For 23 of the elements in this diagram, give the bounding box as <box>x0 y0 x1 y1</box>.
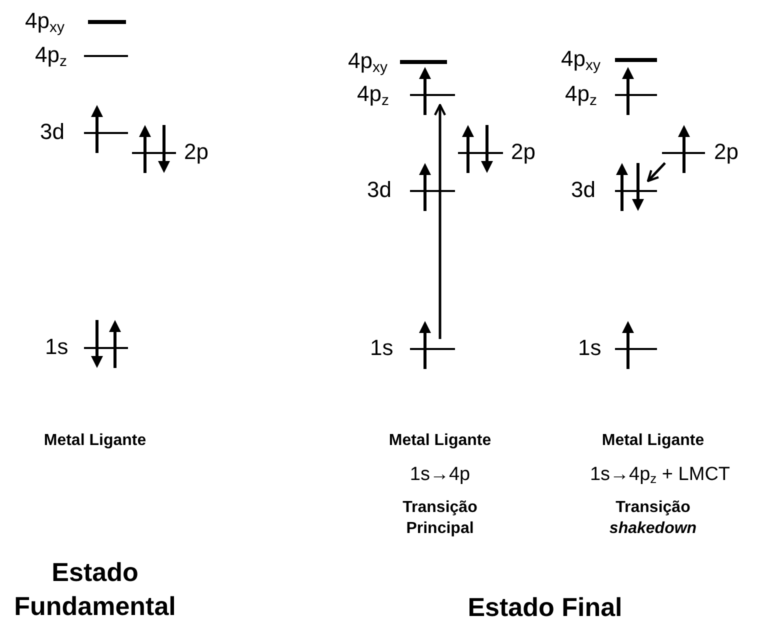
caption-text: Metal Ligante <box>600 431 706 451</box>
level-label: 3d <box>40 121 64 143</box>
level-label: 2p <box>511 141 536 163</box>
level-label: 2p <box>184 141 208 163</box>
section-heading: Estado Fundamental <box>13 556 177 623</box>
level-label: 4p$_{z}$ <box>357 83 389 105</box>
level-label: 2p <box>714 141 738 163</box>
caption-text: Transição Principal <box>402 498 478 539</box>
caption-text: Transição shakedown <box>608 498 698 539</box>
level-label: 3d <box>367 179 392 201</box>
level-label: 3d <box>571 179 596 201</box>
transition-label: 1s→4p <box>408 463 472 487</box>
level-label: 4p$_{z}$ <box>35 44 67 66</box>
level-label: 1s <box>370 337 394 359</box>
caption-text: Metal Ligante <box>42 431 148 451</box>
level-label: 1s <box>45 336 68 358</box>
section-heading: Estado Final <box>466 591 624 624</box>
transition-arrow <box>434 104 446 339</box>
transition-arrow <box>646 162 666 182</box>
level-label: 1s <box>578 337 602 359</box>
caption-text: Metal Ligante <box>388 431 492 451</box>
level-label: 4p$_{z}$ <box>565 83 597 105</box>
transition-label: 1s→4p$_{z}$ + LMCT <box>588 463 732 487</box>
